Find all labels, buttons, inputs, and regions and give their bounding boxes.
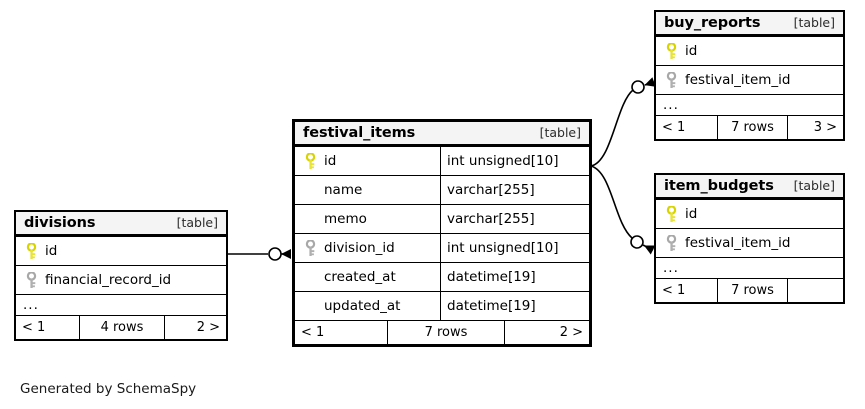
table-row[interactable]: division_id int unsigned[10] <box>295 233 589 262</box>
edge-festival-items-to-item-budgets <box>590 165 656 255</box>
table-title: divisions <box>24 214 96 231</box>
more-columns-indicator: ... <box>16 294 226 315</box>
table-row[interactable]: created_at datetime[19] <box>295 262 589 291</box>
column-name-cell: festival_item_id <box>656 66 843 94</box>
column-name-cell: id <box>295 147 440 175</box>
prev-page-link[interactable]: < 1 <box>22 320 46 335</box>
table-row[interactable]: id <box>16 236 226 265</box>
column-label: id <box>685 206 698 222</box>
table-footer: < 1 7 rows <box>656 278 843 302</box>
column-type: varchar[255] <box>440 176 589 204</box>
column-label: id <box>45 243 58 259</box>
table-header: festival_items [table] <box>295 122 589 146</box>
table-item-budgets[interactable]: item_budgets [table] id <box>654 173 845 304</box>
column-name-cell: division_id <box>295 234 440 262</box>
column-label: created_at <box>324 269 396 285</box>
table-footer: < 1 7 rows 2 > <box>295 320 589 344</box>
column-label: name <box>324 182 363 198</box>
column-type: datetime[19] <box>440 292 589 320</box>
table-row[interactable]: financial_record_id <box>16 265 226 294</box>
table-divisions[interactable]: divisions [table] id <box>14 210 228 341</box>
table-footer: < 1 7 rows 3 > <box>656 115 843 139</box>
column-label: id <box>324 153 337 169</box>
row-count-label: 7 rows <box>387 321 504 344</box>
table-title: item_budgets <box>664 177 774 194</box>
table-header: item_budgets [table] <box>656 175 843 199</box>
column-name-cell: festival_item_id <box>656 229 843 257</box>
prev-page-link[interactable]: < 1 <box>662 283 686 298</box>
no-key-icon <box>302 205 318 233</box>
column-type: datetime[19] <box>440 263 589 291</box>
primary-key-icon <box>23 237 39 265</box>
column-label: updated_at <box>324 298 401 314</box>
table-title: festival_items <box>303 124 416 141</box>
no-key-icon <box>302 176 318 204</box>
next-page-link[interactable]: 3 > <box>787 116 843 139</box>
column-name-cell: memo <box>295 205 440 233</box>
column-label: festival_item_id <box>685 72 791 88</box>
table-kind-label: [table] <box>793 178 835 193</box>
table-row[interactable]: id <box>656 199 843 228</box>
column-name-cell: updated_at <box>295 292 440 320</box>
primary-key-icon <box>663 37 679 65</box>
row-count-label: 7 rows <box>717 279 787 302</box>
more-columns-indicator: ... <box>656 257 843 278</box>
next-page-link[interactable]: 2 > <box>504 321 589 344</box>
row-count-label: 4 rows <box>79 316 164 339</box>
table-row[interactable]: memo varchar[255] <box>295 204 589 233</box>
table-kind-label: [table] <box>176 215 218 230</box>
table-title: buy_reports <box>664 14 761 31</box>
foreign-key-icon <box>23 266 39 294</box>
column-type: int unsigned[10] <box>440 147 589 175</box>
table-row[interactable]: id <box>656 36 843 65</box>
edge-festival-items-to-buy-reports <box>590 77 656 167</box>
column-label: id <box>685 43 698 59</box>
column-label: financial_record_id <box>45 272 172 288</box>
primary-key-icon <box>663 200 679 228</box>
next-page-link[interactable] <box>787 279 843 302</box>
table-row[interactable]: name varchar[255] <box>295 175 589 204</box>
no-key-icon <box>302 292 318 320</box>
table-row[interactable]: festival_item_id <box>656 228 843 257</box>
prev-page-link[interactable]: < 1 <box>301 325 325 340</box>
generated-by-caption: Generated by SchemaSpy <box>20 381 197 397</box>
next-page-link[interactable]: 2 > <box>164 316 226 339</box>
column-name-cell: name <box>295 176 440 204</box>
table-kind-label: [table] <box>793 15 835 30</box>
column-label: festival_item_id <box>685 235 791 251</box>
row-count-label: 7 rows <box>717 116 787 139</box>
primary-key-icon <box>302 147 318 175</box>
table-footer: < 1 4 rows 2 > <box>16 315 226 339</box>
column-name-cell: financial_record_id <box>16 266 226 294</box>
column-type: varchar[255] <box>440 205 589 233</box>
table-row[interactable]: updated_at datetime[19] <box>295 291 589 320</box>
foreign-key-icon <box>663 229 679 257</box>
table-kind-label: [table] <box>539 125 581 140</box>
table-row[interactable]: festival_item_id <box>656 65 843 94</box>
table-row[interactable]: id int unsigned[10] <box>295 146 589 175</box>
table-buy-reports[interactable]: buy_reports [table] id <box>654 10 845 141</box>
column-label: division_id <box>324 240 395 256</box>
foreign-key-icon <box>663 66 679 94</box>
prev-page-link[interactable]: < 1 <box>662 120 686 135</box>
column-name-cell: created_at <box>295 263 440 291</box>
foreign-key-icon <box>302 234 318 262</box>
table-header: divisions [table] <box>16 212 226 236</box>
edge-divisions-to-festival-items <box>228 247 291 261</box>
column-type: int unsigned[10] <box>440 234 589 262</box>
table-festival-items[interactable]: festival_items [table] id int unsigned[1… <box>292 119 592 347</box>
column-label: memo <box>324 211 367 227</box>
column-name-cell: id <box>656 37 843 65</box>
no-key-icon <box>302 263 318 291</box>
more-columns-indicator: ... <box>656 94 843 115</box>
column-name-cell: id <box>656 200 843 228</box>
column-name-cell: id <box>16 237 226 265</box>
table-header: buy_reports [table] <box>656 12 843 36</box>
